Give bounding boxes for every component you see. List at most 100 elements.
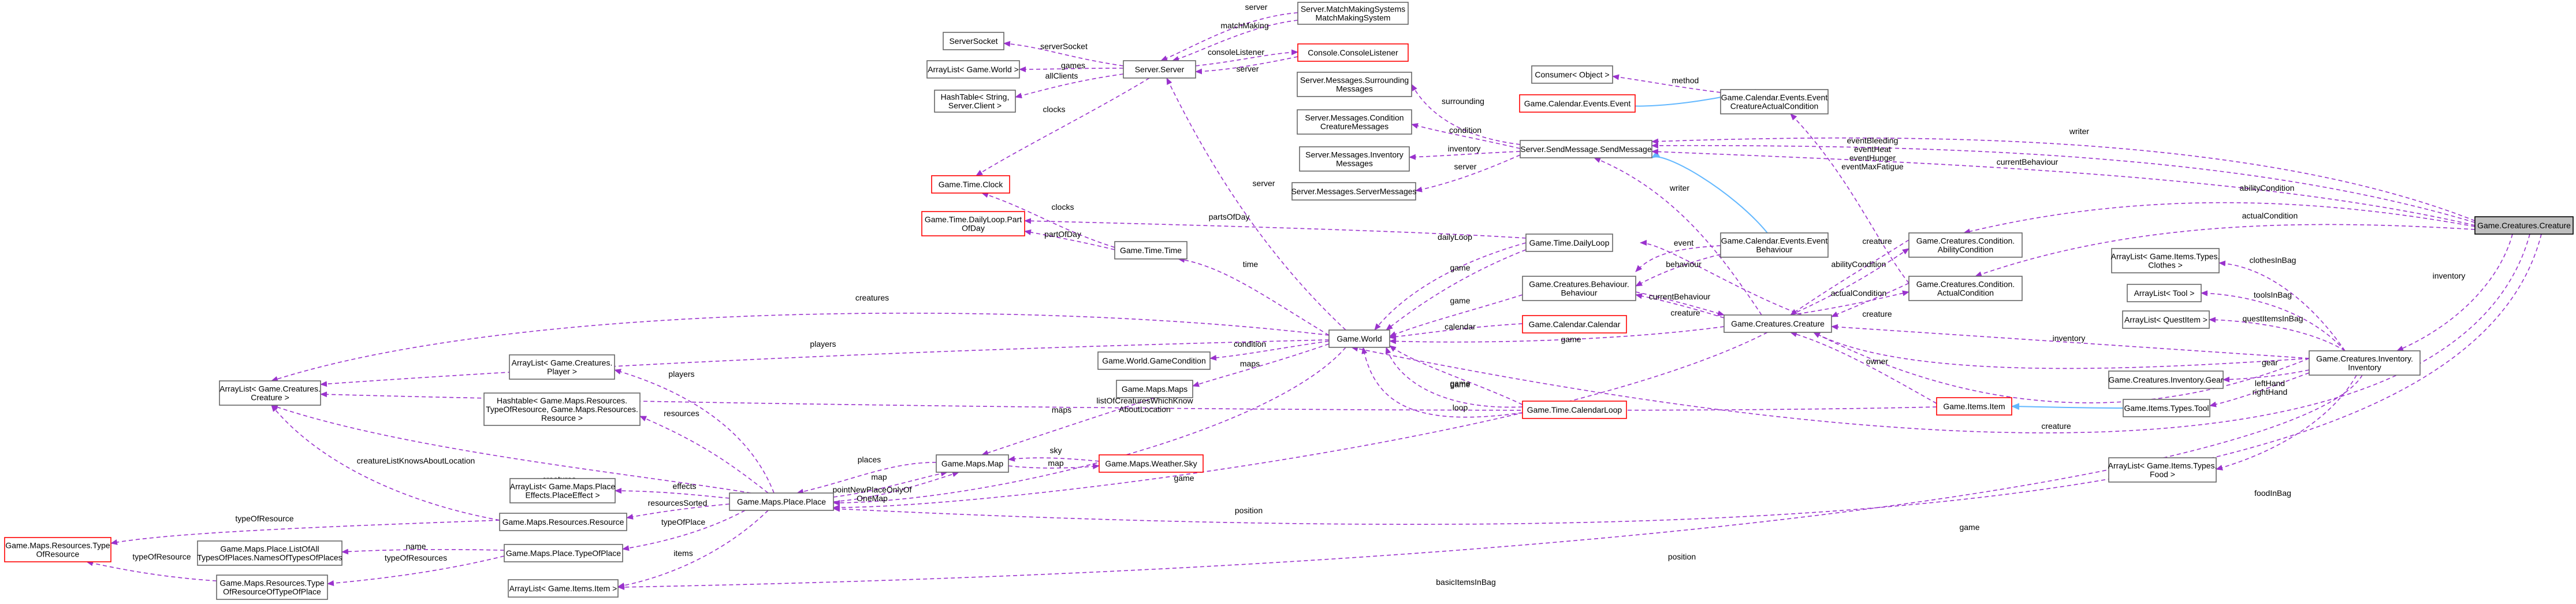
usage-edge-owner	[1790, 331, 1937, 404]
node-console-listener[interactable]: Console.ConsoleListener	[1297, 43, 1409, 62]
usage-edge-players1	[320, 339, 1330, 387]
node-label: Game.Time.DailyLoop	[1529, 238, 1610, 247]
node-actual-condition[interactable]: Game.Creatures.Condition.ActualCondition	[1908, 276, 2023, 301]
node-creature-focus[interactable]: Game.Creatures.Creature	[2474, 216, 2574, 235]
node-hashtable-client[interactable]: HashTable< String,Server.Client >	[934, 90, 1016, 113]
node-arraylist-food[interactable]: ArrayList< Game.Items.Types.Food >	[2108, 457, 2217, 483]
usage-edge-method	[1612, 74, 1721, 93]
node-inventory[interactable]: Game.Creatures.Inventory.Inventory	[2309, 350, 2421, 376]
node-ability-condition[interactable]: Game.Creatures.Condition.AbilityConditio…	[1908, 232, 2023, 258]
edge-label-serversocket: serverSocket	[1040, 42, 1088, 51]
node-msg-server[interactable]: Server.Messages.ServerMessages	[1291, 182, 1417, 201]
usage-edge	[1813, 332, 2310, 369]
node-game-time-clock[interactable]: Game.Time.Clock	[931, 175, 1010, 194]
node-game-maps-maps[interactable]: Game.Maps.Maps	[1116, 380, 1193, 398]
usage-edge-game3	[1389, 326, 1725, 344]
node-creatures-behaviour[interactable]: Game.Creatures.Behaviour.Behaviour	[1522, 276, 1636, 301]
node-calendar-event[interactable]: Game.Calendar.Events.Event	[1519, 94, 1636, 113]
node-arraylist-player[interactable]: ArrayList< Game.Creatures.Player >	[509, 354, 615, 380]
usage-edge-consolelistener	[1195, 49, 1298, 66]
usage-edge-game6	[833, 347, 1346, 506]
usage-edge-game5	[1385, 347, 1523, 408]
node-server-socket[interactable]: ServerSocket	[943, 32, 1004, 50]
node-items-tool[interactable]: Game.Items.Types.Tool	[2123, 399, 2210, 417]
usage-edge-inventory_msg	[1409, 151, 1521, 160]
edge-label-loop: loop	[1453, 403, 1468, 412]
edge-label-items: items	[673, 549, 693, 558]
usage-edge-inventory2	[2396, 234, 2513, 351]
usage-edge-creatures	[271, 313, 1330, 382]
node-label: Game.Maps.Place.Place	[737, 497, 826, 506]
edge-label-condition: condition	[1449, 125, 1481, 135]
usage-edge-creature3	[1831, 283, 1909, 317]
node-arraylist-item[interactable]: ArrayList< Game.Items.Item >	[508, 579, 619, 598]
edge-label-map2: map	[871, 472, 887, 481]
node-label: Game.Creatures.Condition.AbilityConditio…	[1916, 236, 2015, 254]
node-game-time-dailyloop[interactable]: Game.Time.DailyLoop	[1525, 234, 1613, 252]
node-arraylist-world[interactable]: ArrayList< Game.World >	[926, 60, 1020, 79]
usage-edge-time	[1178, 257, 1330, 336]
edge-label-map1: map	[1048, 458, 1063, 468]
node-consumer-object[interactable]: Consumer< Object >	[1531, 65, 1613, 84]
node-typeofplace[interactable]: Game.Maps.Place.TypeOfPlace	[504, 544, 623, 562]
node-maps-resource[interactable]: Game.Maps.Resources.Resource	[499, 513, 627, 531]
node-label: ArrayList< Game.Items.Item >	[509, 584, 617, 593]
node-inventory-gear[interactable]: Game.Creatures.Inventory.Gear	[2108, 370, 2224, 389]
edge-label-players2: players	[668, 369, 694, 379]
usage-edge-condition2	[1209, 340, 1330, 361]
usage-edge-writer1	[1594, 157, 1762, 316]
usage-edge-allclients	[1015, 73, 1124, 99]
node-arraylist-creature[interactable]: ArrayList< Game.Creatures.Creature >	[219, 380, 321, 406]
node-label: Game.Creatures.Behaviour.Behaviour	[1529, 280, 1629, 298]
node-creatures-creature-mid[interactable]: Game.Creatures.Creature	[1723, 314, 1832, 333]
node-game-time-time[interactable]: Game.Time.Time	[1114, 241, 1188, 260]
usage-edge-questitemsinbag	[2209, 317, 2346, 351]
edge-label-behaviour: behaviour	[1666, 260, 1702, 269]
node-world-gamecondition[interactable]: Game.World.GameCondition	[1097, 351, 1211, 370]
node-label: Server.Messages.ServerMessages	[1291, 187, 1416, 196]
node-label: HashTable< String,Server.Client >	[941, 92, 1010, 110]
node-calendar-loop[interactable]: Game.Time.CalendarLoop	[1522, 401, 1627, 419]
edge-label-questitemsinbag: questItemsInBag	[2242, 314, 2303, 323]
node-calendar-calendar[interactable]: Game.Calendar.Calendar	[1522, 315, 1627, 334]
usage-edge-actualcondition2	[1790, 290, 1909, 316]
node-label: Game.Creatures.Inventory.Gear	[2109, 375, 2224, 384]
node-hashtable-resource[interactable]: Hashtable< Game.Maps.Resources.TypeOfRes…	[483, 392, 641, 426]
node-weather-sky[interactable]: Game.Maps.Weather.Sky	[1099, 454, 1204, 473]
node-arraylist-clothes[interactable]: ArrayList< Game.Items.Types.Clothes >	[2111, 248, 2220, 273]
node-send-message[interactable]: Server.SendMessage.SendMessage	[1520, 140, 1652, 158]
usage-edge-clothesinbag	[2218, 260, 2346, 351]
node-arraylist-questitem[interactable]: ArrayList< QuestItem >	[2122, 310, 2210, 329]
usage-edge-server4	[1166, 77, 1346, 331]
edge-label-method: method	[1672, 76, 1699, 85]
node-items-item[interactable]: Game.Items.Item	[1936, 397, 2012, 416]
edge-label-calendar: calendar	[1445, 322, 1476, 331]
node-game-maps-map[interactable]: Game.Maps.Map	[936, 454, 1009, 473]
node-game-world[interactable]: Game.World	[1328, 329, 1390, 348]
edge-label-typeofresources: typeOfResources	[385, 553, 447, 562]
usage-edge-foodinbag	[2216, 375, 2357, 470]
node-maps-place[interactable]: Game.Maps.Place.Place	[729, 492, 834, 511]
edge-label-writer2: writer	[2069, 127, 2090, 136]
node-server-server[interactable]: Server.Server	[1123, 60, 1196, 79]
edge-label-abilitycondition2: abilityCondition	[1832, 260, 1886, 269]
edge-label-dailyloop: dailyLoop	[1438, 232, 1472, 242]
node-arraylist-tool[interactable]: ArrayList< Tool >	[2127, 284, 2202, 302]
